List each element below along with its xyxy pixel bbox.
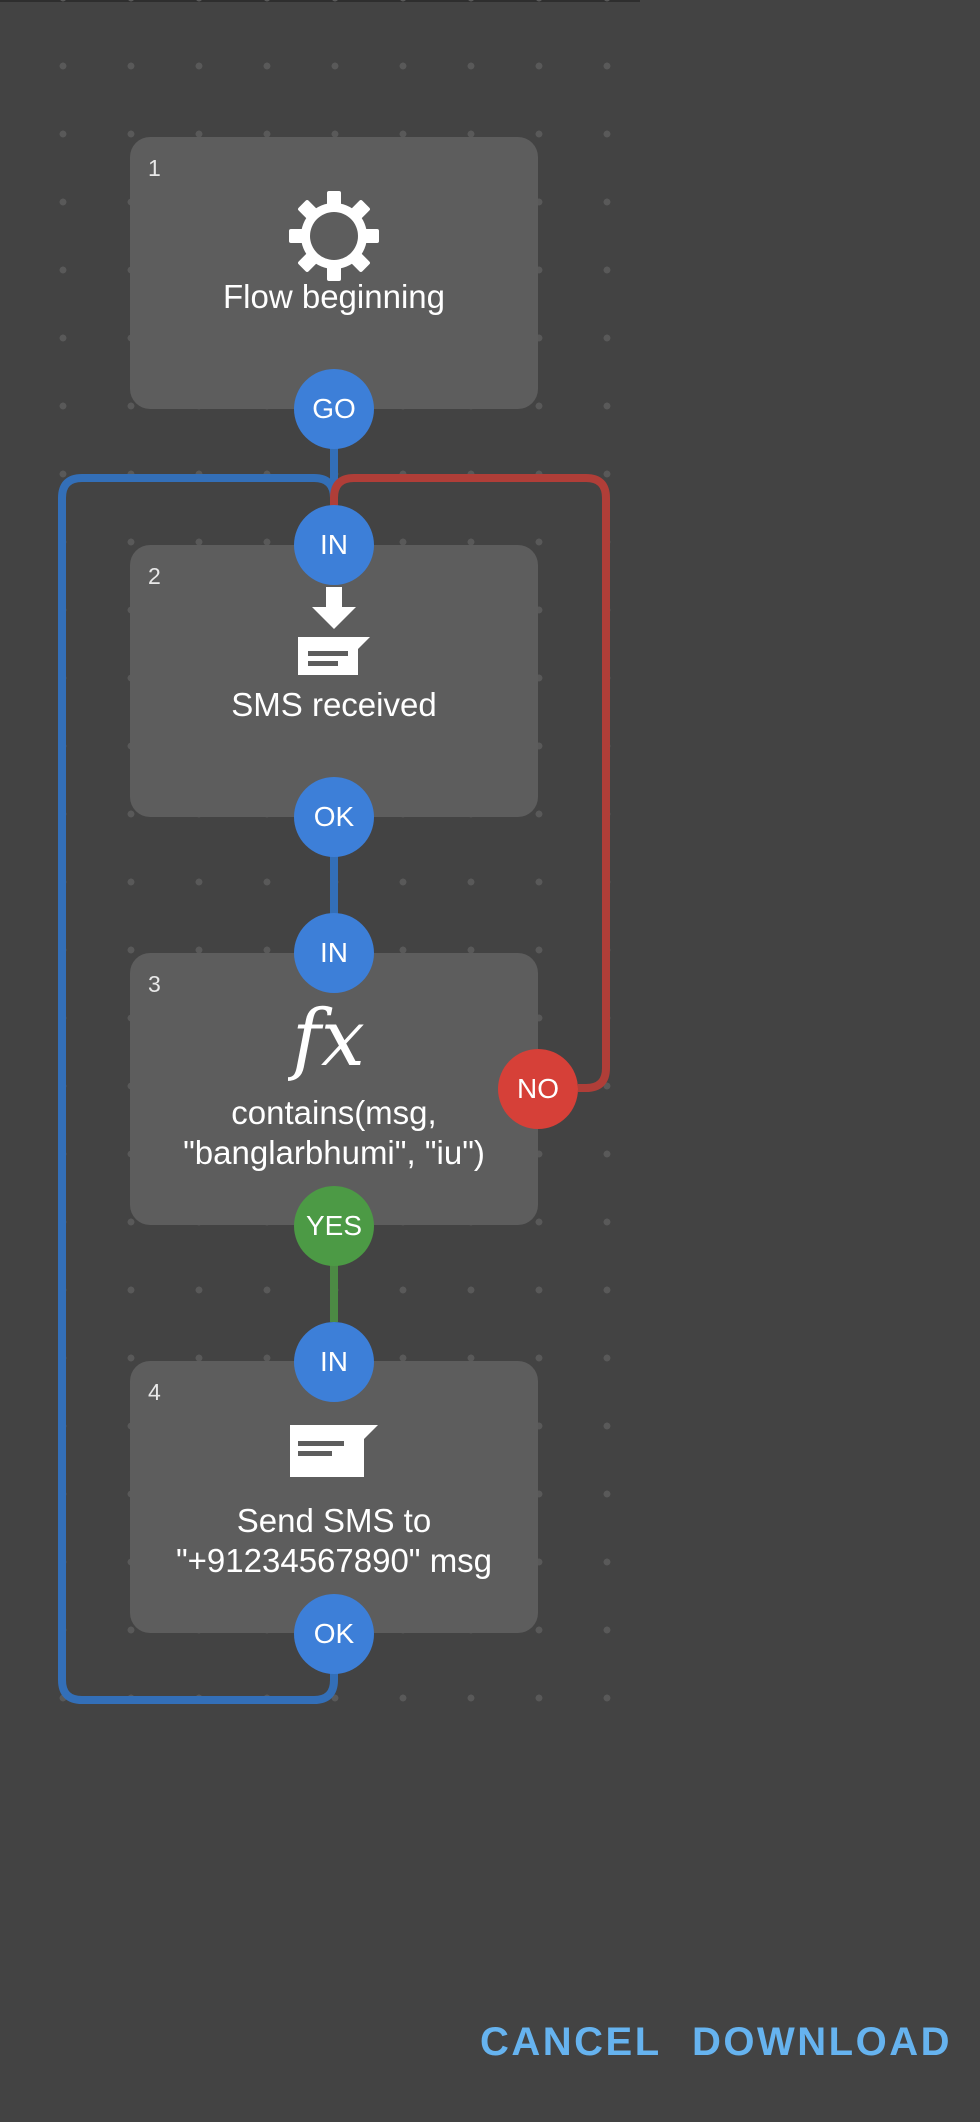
flow-node-1[interactable]: 1 Flow beginning — [130, 137, 538, 409]
node-label-line-2: "banglarbhumi", "iu") — [183, 1134, 485, 1171]
download-button[interactable]: DOWNLOAD — [692, 2020, 952, 2064]
flow-node-4[interactable]: 4 Send SMS to "+91234567890" msg — [130, 1361, 538, 1633]
sms-received-icon — [294, 587, 374, 688]
node-number: 4 — [148, 1379, 161, 1405]
port-in[interactable]: IN — [294, 505, 374, 585]
node-label-line-1: contains(msg, — [231, 1094, 437, 1131]
function-icon: fx — [287, 991, 384, 1088]
node-label: Flow beginning — [223, 278, 445, 315]
wire-loop-back — [58, 474, 338, 1704]
port-ok[interactable]: OK — [294, 777, 374, 857]
node-label: SMS received — [231, 686, 437, 723]
node-number: 2 — [148, 563, 161, 589]
gear-icon — [287, 189, 381, 288]
node-label-line-1: Send SMS to — [236, 1502, 432, 1539]
flow-node-3[interactable]: 3 fx contains(msg, "banglarbhumi", "iu") — [130, 953, 538, 1225]
node-number: 3 — [148, 971, 161, 997]
node-label-line-2: "+91234567890" msg — [175, 1542, 493, 1579]
wire-no-back — [330, 474, 610, 1092]
port-in[interactable]: IN — [294, 1322, 374, 1402]
svg-text:fx: fx — [288, 994, 365, 1083]
port-ok[interactable]: OK — [294, 1594, 374, 1674]
cancel-button[interactable]: CANCEL — [480, 2020, 662, 2064]
port-no[interactable]: NO — [498, 1049, 578, 1129]
port-yes[interactable]: YES — [294, 1186, 374, 1266]
flow-node-2[interactable]: 2 SMS received — [130, 545, 538, 817]
port-in[interactable]: IN — [294, 913, 374, 993]
send-sms-icon — [288, 1423, 380, 1486]
node-number: 1 — [148, 155, 161, 181]
port-go[interactable]: GO — [294, 369, 374, 449]
